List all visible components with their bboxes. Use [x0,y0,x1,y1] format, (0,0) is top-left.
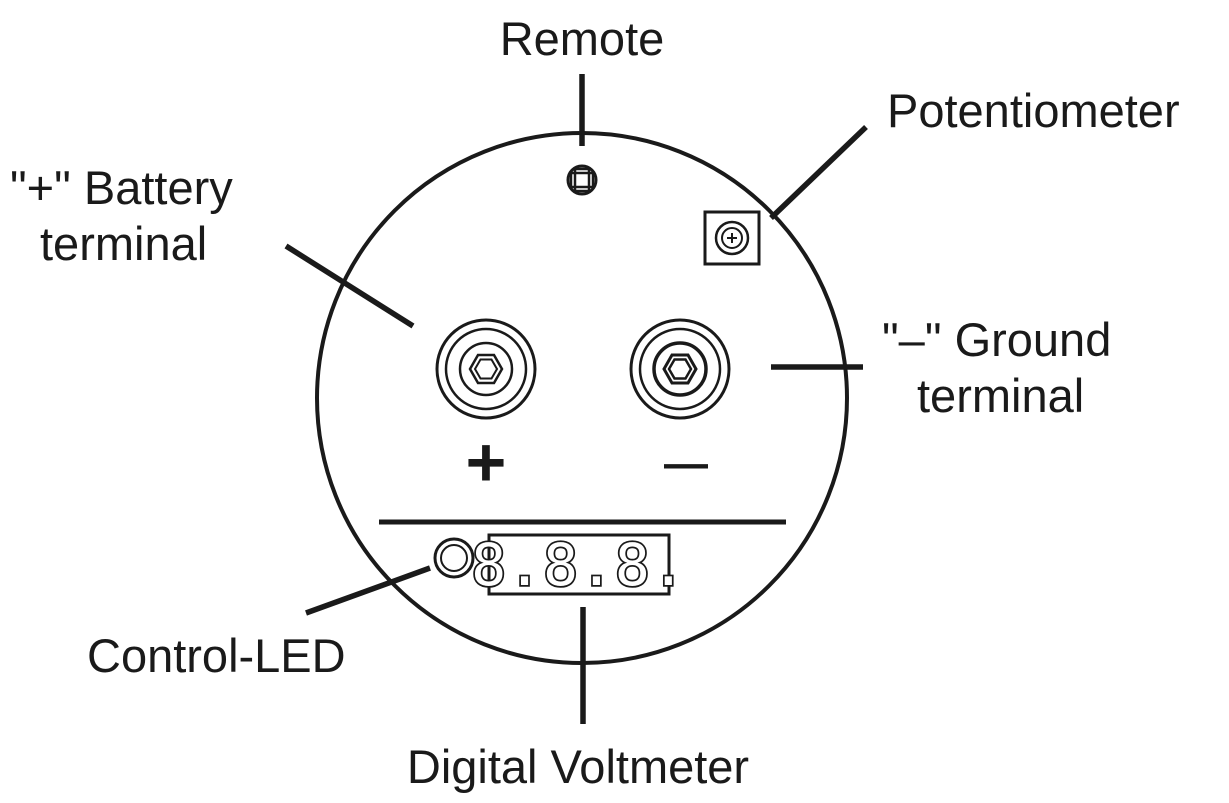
voltmeter-readout: 8.8.8. [471,531,687,599]
potentiometer-leader [769,125,868,220]
plus-symbol: + [466,423,507,501]
ground-terminal-label-line1: "–" Ground [882,313,1111,366]
digital-voltmeter-label: Digital Voltmeter [407,740,749,793]
ground-terminal-icon [629,318,731,420]
battery-terminal-label-line1: "+" Battery [10,161,233,214]
remote-screw-icon [566,164,598,196]
remote-label: Remote [500,12,665,65]
positive-terminal-icon [435,318,537,420]
voltmeter-display: 8.8.8. [469,529,687,601]
battery-terminal-leader [284,243,415,329]
control-led-leader [305,565,431,616]
potentiometer-icon [703,210,761,266]
control-led-icon [433,537,475,579]
potentiometer-label: Potentiometer [887,84,1180,137]
control-led-label: Control-LED [87,629,346,682]
minus-symbol: — [664,439,708,488]
ground-terminal-label-line2: terminal [917,369,1084,422]
battery-terminal-label-line2: terminal [40,217,207,270]
